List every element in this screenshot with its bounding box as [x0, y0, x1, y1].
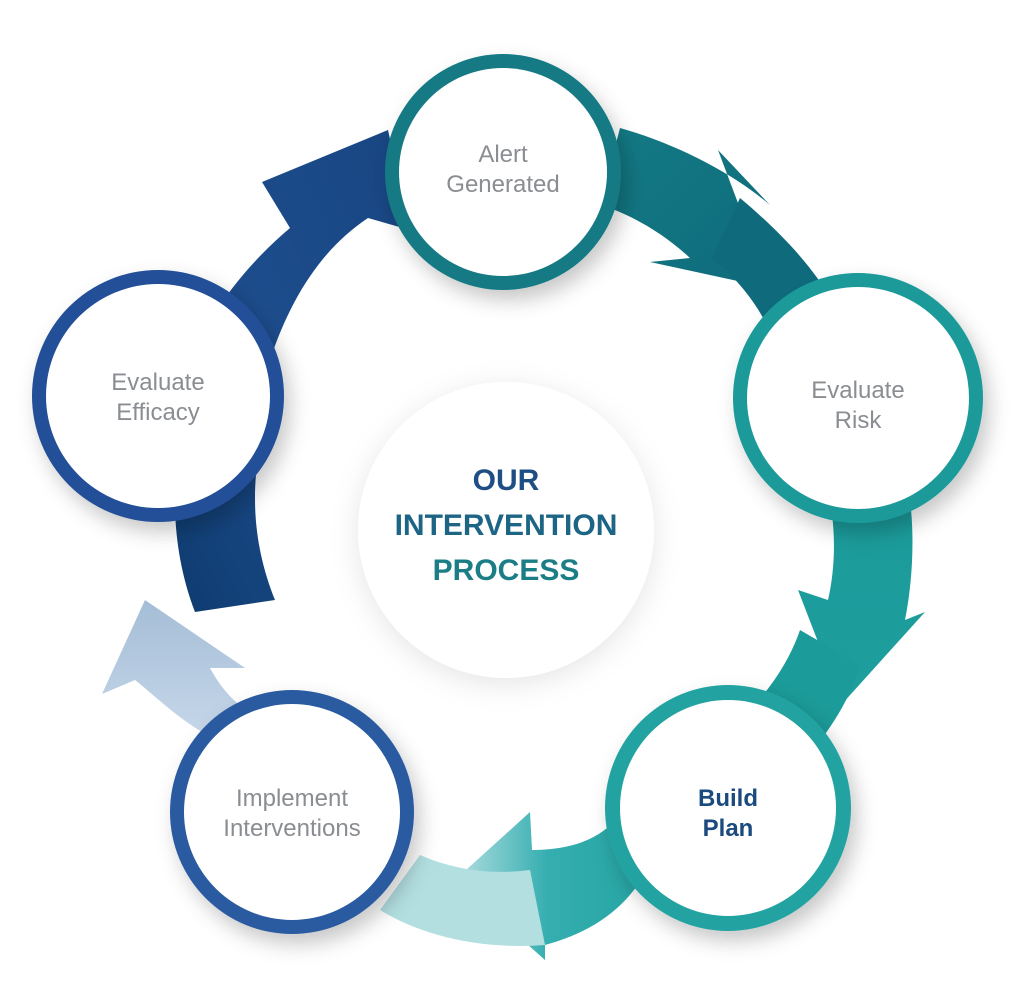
- step-label-line-2: Plan: [703, 815, 754, 842]
- step-label-line-1: Evaluate: [111, 369, 204, 396]
- step-evaluate-efficacy: Evaluate Efficacy: [32, 270, 284, 522]
- step-face: [399, 68, 607, 276]
- step-implement-interventions: Implement Interventions: [170, 690, 414, 934]
- step-face: [620, 700, 836, 916]
- step-label-line-2: Generated: [446, 171, 559, 198]
- center-title-line-1: OUR: [473, 464, 540, 497]
- step-label-line-1: Build: [698, 785, 758, 812]
- step-face: [747, 287, 969, 509]
- step-alert-generated: Alert Generated: [385, 54, 621, 290]
- step-evaluate-risk: Evaluate Risk: [733, 273, 983, 523]
- step-build-plan: Build Plan: [605, 685, 851, 931]
- step-label-line-1: Alert: [478, 141, 528, 168]
- arrow-implement-to-efficacy: [102, 600, 255, 740]
- center-title-line-3: PROCESS: [433, 554, 580, 587]
- step-label-line-1: Evaluate: [811, 377, 904, 404]
- step-face: [184, 704, 400, 920]
- step-label-line-2: Risk: [835, 407, 883, 434]
- arrow-plan-to-implement-tail: [380, 855, 545, 946]
- step-label-line-2: Interventions: [223, 815, 360, 842]
- center-circle: [358, 382, 654, 678]
- step-face: [46, 284, 270, 508]
- step-label-line-2: Efficacy: [116, 399, 200, 426]
- step-label-line-1: Implement: [236, 785, 348, 812]
- center-title-line-2: INTERVENTION: [395, 509, 618, 542]
- center-hub: OUR INTERVENTION PROCESS: [358, 382, 654, 678]
